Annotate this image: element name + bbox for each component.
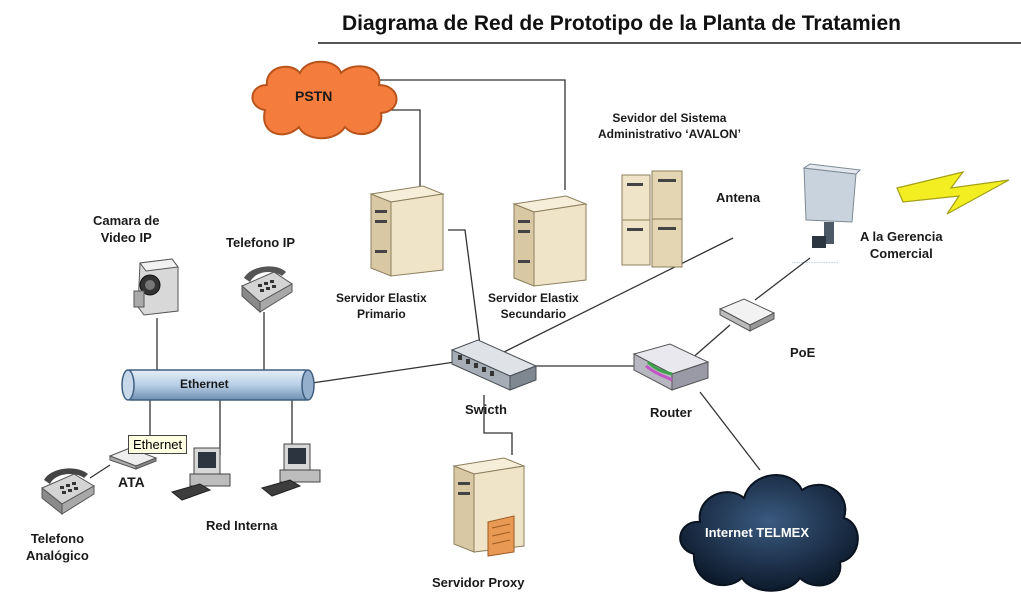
link-ata-phone — [89, 464, 111, 479]
link-bus-switch — [311, 361, 456, 384]
ethernet-bus — [121, 369, 315, 401]
video-camera-icon — [133, 258, 179, 316]
wireless-lightning-icon — [896, 171, 1010, 215]
proxy-label: Servidor Proxy — [432, 575, 525, 590]
pstn-cloud-icon — [251, 60, 398, 140]
ata-icon — [108, 447, 158, 470]
ip-phone-icon — [241, 266, 293, 314]
ip-phone-label: Telefono IP — [226, 235, 296, 250]
link-pstn-elastix-primary — [390, 109, 421, 190]
poe-label: PoE — [790, 345, 816, 360]
workstation-pc-2-icon — [260, 443, 321, 497]
ethernet-bus-label: Ethernet — [180, 377, 229, 391]
diagram-title: Diagrama de Red de Prototipo de la Plant… — [342, 12, 901, 35]
ata-label: ATA — [118, 474, 145, 490]
poe-injector-icon — [718, 298, 776, 332]
link-router-internet — [699, 391, 761, 471]
link-avalon-switch — [497, 237, 734, 356]
antenna-label: Antena — [716, 190, 761, 205]
link-router-poe — [689, 324, 731, 361]
switch-icon — [450, 339, 538, 391]
proxy-server-icon — [452, 457, 526, 557]
avalon-server-icon — [621, 170, 683, 268]
workstation-pc-1-icon — [170, 447, 231, 501]
pstn-label: PSTN — [295, 88, 333, 104]
ethernet-tooltip: Ethernet — [128, 435, 188, 454]
internet-cloud-icon — [679, 474, 859, 592]
router-icon — [632, 343, 710, 391]
analog-phone-icon — [41, 468, 95, 516]
red-interna-label: Red Interna — [206, 518, 278, 533]
svg-text:····························: ···························· — [792, 260, 839, 266]
router-label: Router — [650, 405, 692, 420]
link-elastix-primary-switch — [448, 229, 481, 346]
elastix-secondary-server-icon — [512, 195, 588, 287]
link-switch-proxy — [483, 395, 513, 455]
title-underline — [318, 42, 1021, 44]
link-pstn-elastix-secondary — [370, 79, 566, 190]
elastix-primary-server-icon — [369, 185, 445, 277]
link-poe-antenna — [754, 257, 811, 301]
internet-label: Internet TELMEX — [705, 525, 810, 540]
switch-label: Swicth — [465, 402, 507, 417]
antenna-icon: ···························· — [792, 163, 862, 266]
